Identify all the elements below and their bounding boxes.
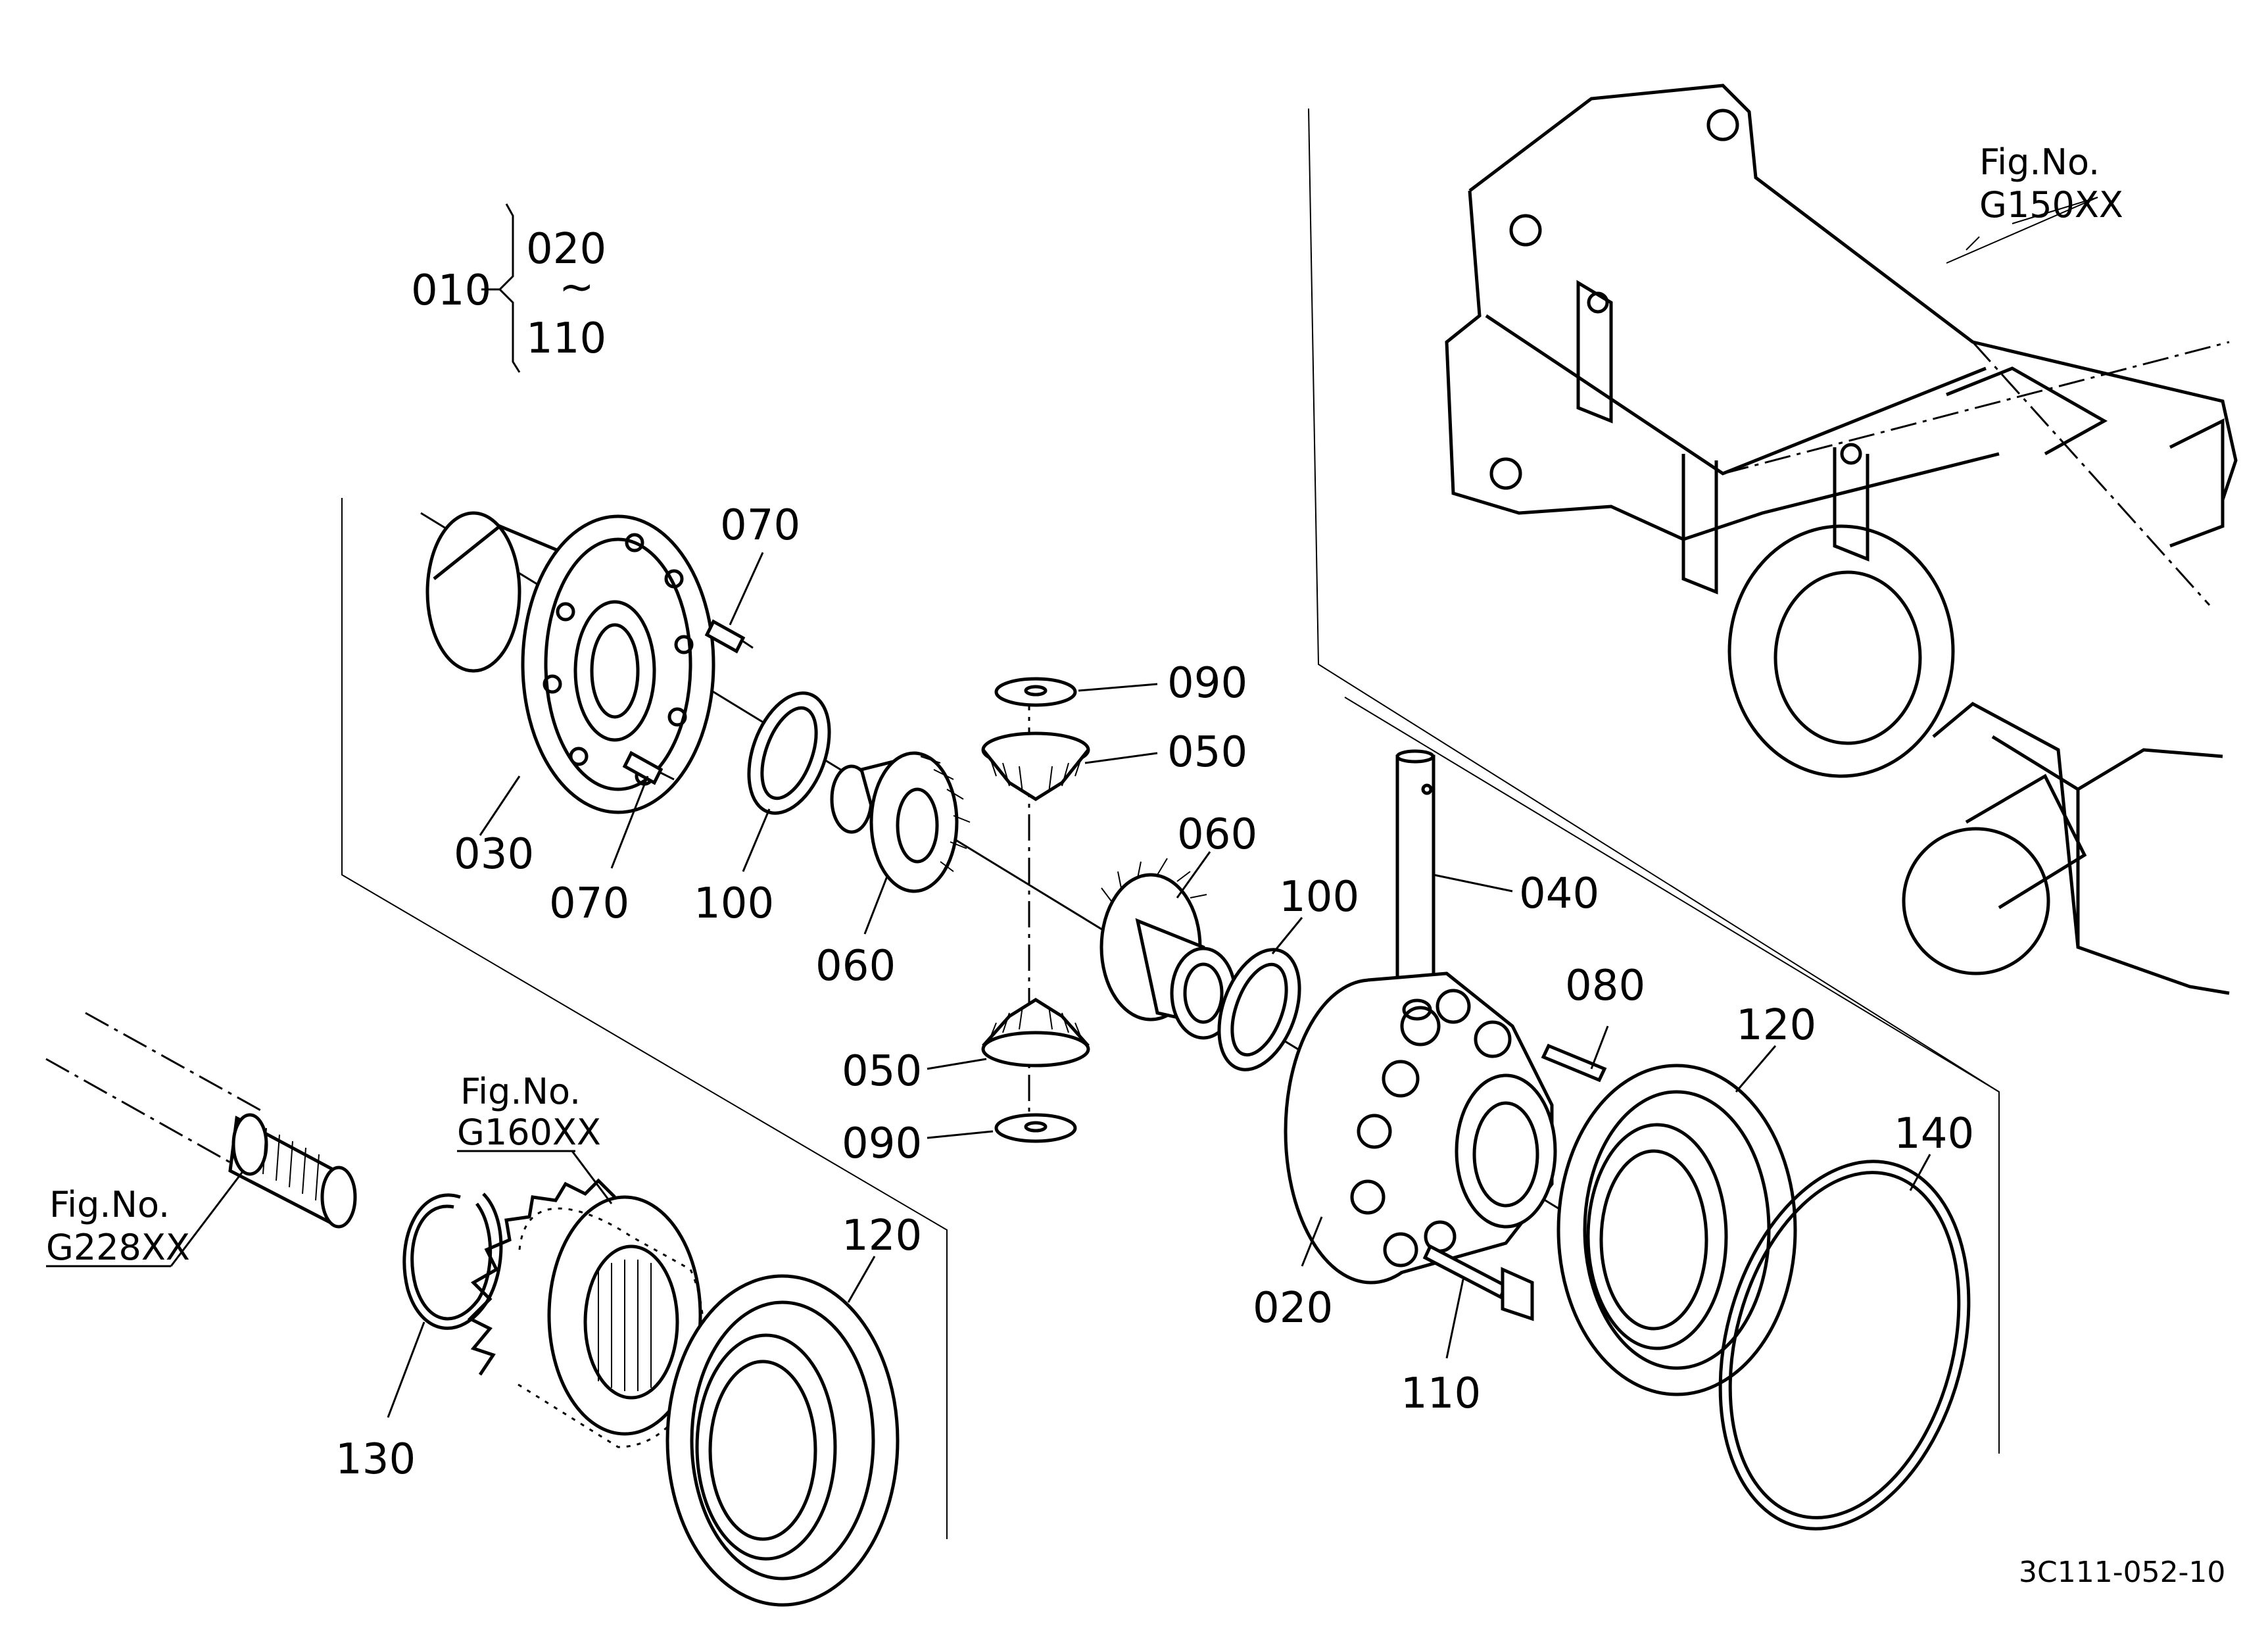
- part-080-spring-pin: 080: [1541, 962, 1645, 1083]
- fig-ref-g160-line1: Fig.No.: [460, 1071, 581, 1112]
- fig-ref-g228-line1: Fig.No.: [49, 1184, 170, 1225]
- label-100-left: 100: [694, 879, 774, 928]
- label-110: 110: [1401, 1369, 1481, 1418]
- label-range-start: 020: [526, 225, 606, 274]
- part-100-washer-right: 100: [1217, 873, 1359, 1071]
- fig-ref-g150-line2: G150XX: [1979, 184, 2123, 226]
- part-090-washer-bottom: 090: [842, 1113, 1077, 1168]
- part-030-diff-case: 030: [425, 511, 715, 879]
- label-100-right: 100: [1279, 873, 1359, 922]
- label-range-sep: ~: [559, 263, 594, 312]
- right-section-frame: [1344, 697, 2000, 1454]
- label-130: 130: [335, 1435, 416, 1484]
- axle-shaft: Fig.No. G228XX: [45, 1012, 357, 1268]
- left-section-frame: [341, 498, 948, 1539]
- part-090-washer-top: 090: [994, 659, 1247, 708]
- part-020-diff-case: 020: [1253, 971, 1557, 1333]
- part-120-bearing-left: 120: [665, 1212, 922, 1607]
- fig-ref-g228-line2: G228XX: [46, 1227, 190, 1268]
- ring-gear-ref: Fig.No. G160XX: [457, 1071, 704, 1448]
- label-120-right: 120: [1736, 1001, 1816, 1050]
- label-120-left: 120: [842, 1212, 922, 1260]
- part-060-side-gear-left: 060: [815, 751, 971, 991]
- label-030: 030: [454, 830, 534, 879]
- label-040: 040: [1519, 870, 1599, 918]
- part-050-pinion-bottom: 050: [842, 998, 1090, 1096]
- label-range-end: 110: [526, 314, 606, 363]
- assembly-group-010: 010 020 ~ 110: [411, 203, 606, 373]
- part-120-bearing-right: 120: [1556, 1001, 1816, 1396]
- label-050-top: 050: [1167, 728, 1247, 777]
- fig-ref-g150-line1: Fig.No.: [1979, 141, 2100, 183]
- part-040-pinion-shaft: 040: [1395, 749, 1599, 1008]
- drawing-id: 3C111-052-10: [2019, 1556, 2225, 1589]
- part-070-pins: 070 070: [549, 501, 800, 928]
- label-010: 010: [411, 266, 491, 315]
- part-100-washer-left: 100: [694, 691, 831, 928]
- label-140: 140: [1894, 1110, 1974, 1158]
- part-130-snap-ring: 130: [335, 1192, 503, 1484]
- label-020: 020: [1253, 1284, 1333, 1333]
- fig-ref-g160-line2: G160XX: [457, 1112, 601, 1153]
- label-090-bottom: 090: [842, 1119, 922, 1168]
- part-050-pinion-top: 050: [981, 728, 1247, 801]
- label-090-top: 090: [1167, 659, 1247, 708]
- label-060-right: 060: [1177, 810, 1257, 859]
- part-110-bolt: 110: [1401, 1244, 1534, 1418]
- label-060-left: 060: [815, 942, 896, 991]
- part-140-o-ring: 140: [1718, 1110, 1974, 1531]
- label-070-bottom: 070: [549, 879, 629, 928]
- transmission-housing: Fig.No. G150XX: [1308, 84, 2238, 1093]
- label-050-bottom: 050: [842, 1047, 922, 1096]
- label-080: 080: [1565, 962, 1645, 1010]
- label-070-top: 070: [720, 501, 800, 550]
